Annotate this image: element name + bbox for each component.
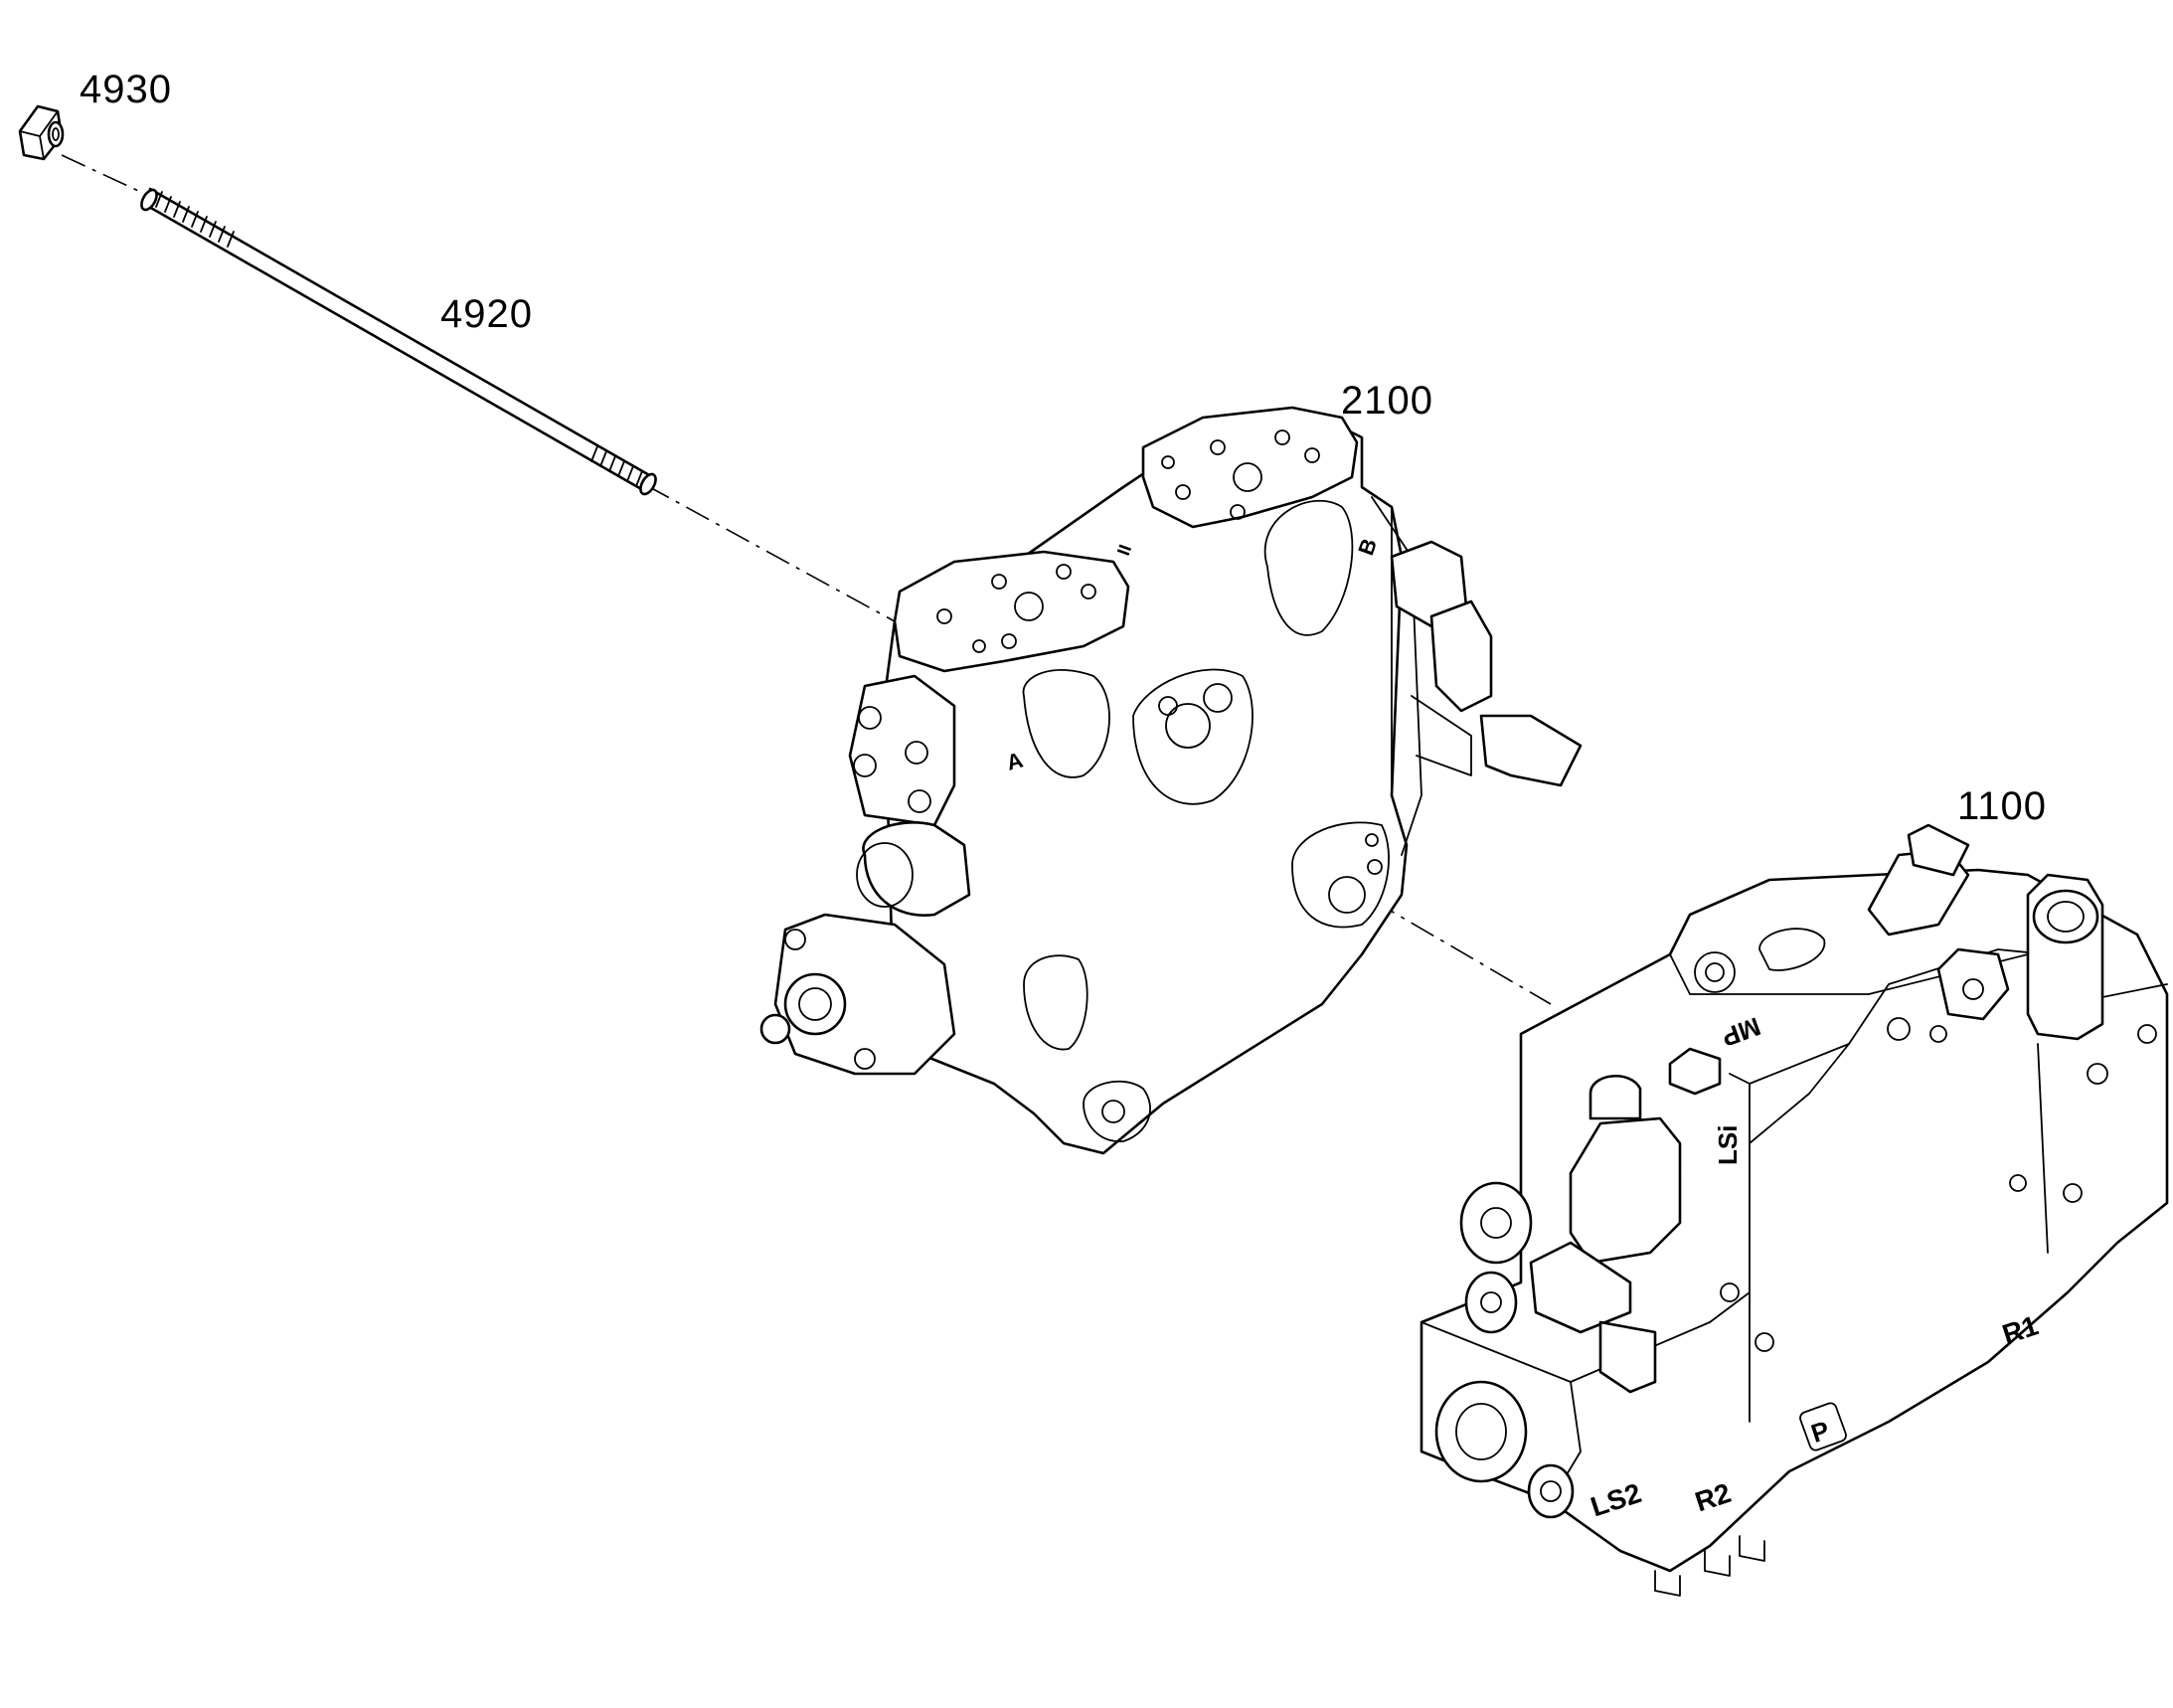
- axis-rod-to-section: [645, 484, 896, 622]
- assembly-axis-lines: [61, 154, 1552, 1005]
- section-marking-a: A: [1004, 748, 1026, 775]
- rod-thread-right: [590, 445, 643, 487]
- part-4930-hex-nut: [18, 104, 65, 161]
- section-flange-holes: [936, 429, 1320, 653]
- part-2100-valve-section: A B II: [759, 406, 1583, 1155]
- axis-section-to-inlet: [1371, 899, 1552, 1005]
- part-1100-inlet-section: MP LSi LS2 R2 P R1: [1420, 823, 2169, 1597]
- axis-nut-to-rod: [61, 154, 150, 197]
- callout-4920: 4920: [440, 292, 533, 336]
- callout-1100: 1100: [1957, 784, 2048, 828]
- rod-thread-left: [155, 191, 235, 248]
- part-4920-tie-rod: [140, 187, 657, 496]
- callout-2100: 2100: [1341, 379, 1433, 423]
- inlet-marking-lsi: LSi: [1713, 1125, 1743, 1165]
- callout-4930: 4930: [80, 68, 172, 111]
